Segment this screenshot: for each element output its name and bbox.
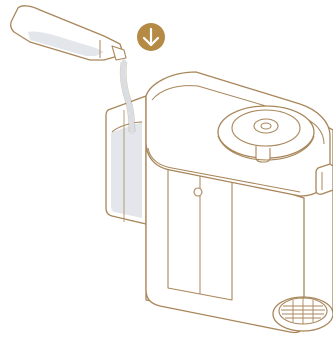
- water-level: [111, 122, 142, 218]
- side-lever: [316, 164, 333, 194]
- coffee-machine: [146, 72, 333, 333]
- instruction-badge: [137, 23, 165, 51]
- front-panel-knob: [194, 188, 202, 196]
- lid-center-dot: [261, 123, 271, 129]
- water-bottle: [11, 6, 126, 60]
- drip-tray: [273, 297, 333, 331]
- bottle-cap: [112, 46, 126, 60]
- water-tank: [106, 96, 146, 224]
- bottle-body: [11, 6, 122, 60]
